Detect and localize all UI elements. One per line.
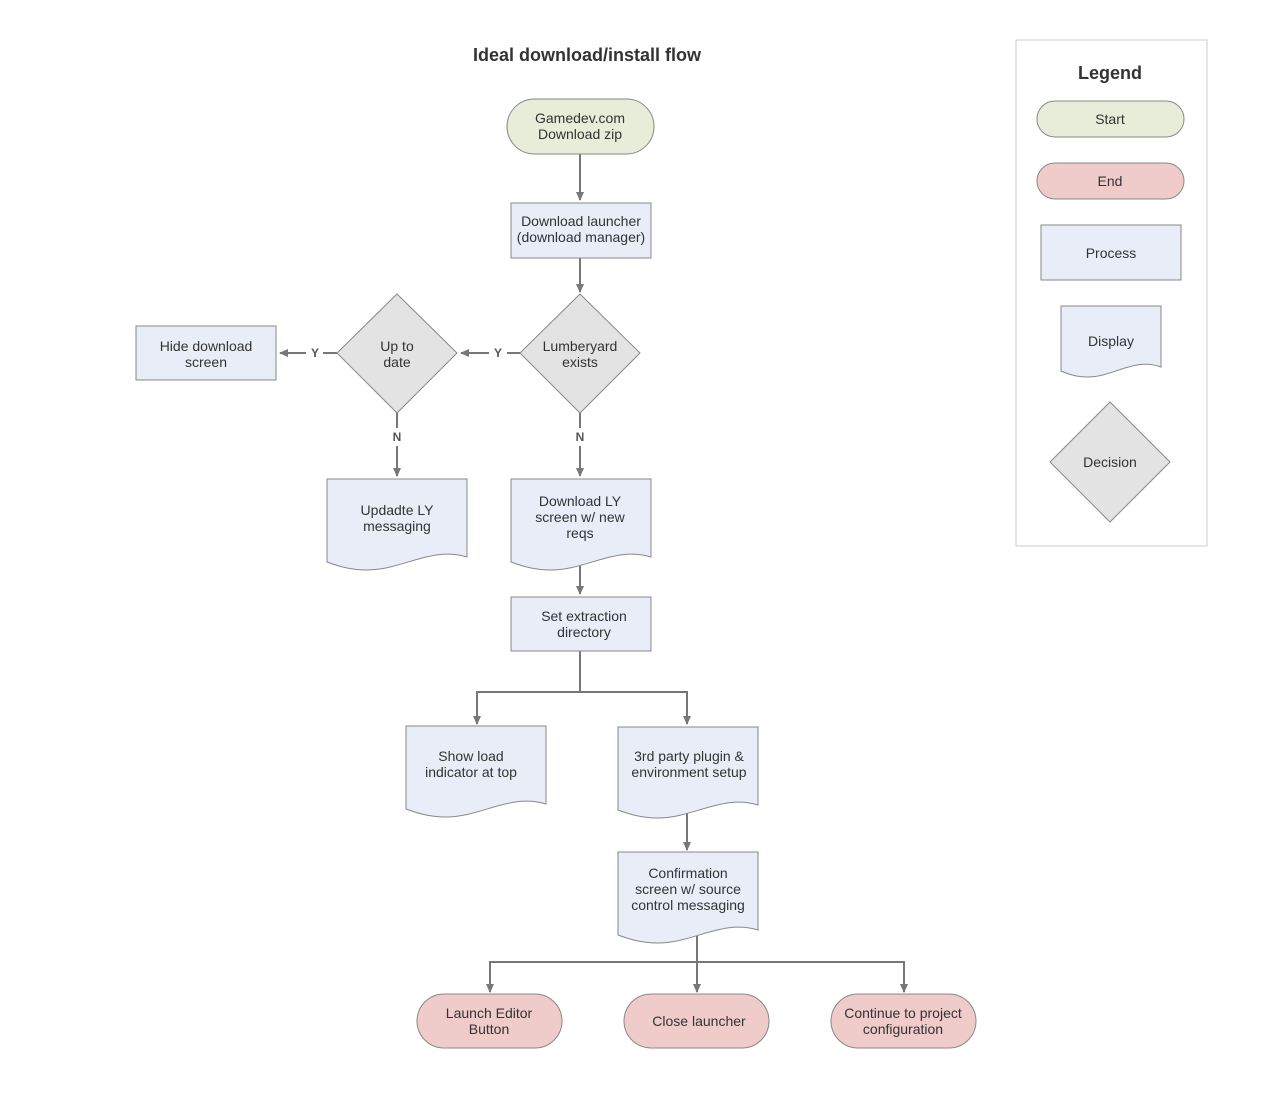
node-up-to-date-label-line: date <box>383 354 410 370</box>
node-third-party-setup-label-line: environment setup <box>631 764 746 780</box>
node-download-ly-screen-label-line: Download LY <box>539 493 622 509</box>
node-continue-project-configuration-label-line: Continue to project <box>844 1005 962 1021</box>
edge-extraction-to-third-party <box>580 691 691 725</box>
legend-end-label: End <box>1098 173 1123 189</box>
node-gamedev-download-zip-label-line: Download zip <box>538 126 622 142</box>
legend-process-label: Process <box>1086 245 1137 261</box>
node-launch-editor-button-label-line: Launch Editor <box>446 1005 533 1021</box>
node-confirmation-screen-label-line: Confirmation <box>648 865 727 881</box>
edges <box>279 154 908 993</box>
legend-start-label: Start <box>1095 111 1125 127</box>
legend-title: Legend <box>1078 63 1142 83</box>
node-download-launcher-label-line: (download manager) <box>517 229 645 245</box>
node-third-party-setup-label-line: 3rd party plugin & <box>634 748 744 764</box>
edge-confirmation-to-continue <box>697 961 908 993</box>
node-update-ly-messaging-label-line: messaging <box>363 518 431 534</box>
legend-end: End <box>1036 162 1185 200</box>
legend-decision-label: Decision <box>1083 454 1137 470</box>
node-gamedev-download-zip-label-line: Gamedev.com <box>535 110 625 126</box>
node-show-load-indicator-label-line: indicator at top <box>425 764 517 780</box>
node-third-party-setup-label: 3rd party plugin &environment setup <box>631 748 746 780</box>
node-show-load-indicator-label-line: Show load <box>438 748 503 764</box>
node-download-ly-screen-label-line: reqs <box>566 525 593 541</box>
node-lumberyard-exists-label-line: Lumberyard <box>543 338 618 354</box>
edge-label-lumberyard-yes: Y <box>494 346 502 360</box>
node-launch-editor-button-label-line: Button <box>469 1021 509 1037</box>
node-set-extraction-directory-label-line: directory <box>557 624 611 640</box>
legend-display-label: Display <box>1088 333 1134 349</box>
legend-start: Start <box>1036 100 1185 138</box>
legend-decision: Decision <box>1049 401 1171 523</box>
node-close-launcher-label-line: Close launcher <box>652 1013 746 1029</box>
legend-process: Process <box>1040 224 1182 281</box>
edge-label-uptodate-no: N <box>393 430 402 444</box>
node-hide-download-screen-label-line: screen <box>185 354 227 370</box>
legend: Legend Start End Process Display Decisio… <box>1015 39 1208 547</box>
node-continue-project-configuration-label-line: configuration <box>863 1021 943 1037</box>
node-close-launcher-label: Close launcher <box>652 1013 746 1029</box>
node-hide-download-screen-label-line: Hide download <box>160 338 253 354</box>
node-lumberyard-exists-label-line: exists <box>562 354 598 370</box>
edge-confirmation-to-launch-editor <box>486 961 697 993</box>
node-close-launcher: Close launcher <box>623 993 770 1049</box>
edge-extraction-to-load-indicator <box>473 651 581 725</box>
node-download-launcher-label-line: Download launcher <box>521 213 641 229</box>
node-update-ly-messaging-label-line: Updadte LY <box>361 502 435 518</box>
diagram-title: Ideal download/install flow <box>473 45 702 65</box>
edge-label-lumberyard-no: N <box>576 430 585 444</box>
node-up-to-date-label-line: Up to <box>380 338 414 354</box>
node-set-extraction-directory-label-line: Set extraction <box>541 608 627 624</box>
node-confirmation-screen-label-line: screen w/ source <box>635 881 741 897</box>
legend-display: Display <box>1060 305 1162 378</box>
node-download-launcher: Download launcher(download manager) <box>510 202 652 259</box>
node-confirmation-screen-label-line: control messaging <box>631 897 745 913</box>
edge-label-uptodate-yes: Y <box>311 346 319 360</box>
node-third-party-setup: 3rd party plugin &environment setup <box>617 726 759 819</box>
node-download-launcher-label: Download launcher(download manager) <box>517 213 645 245</box>
node-download-ly-screen-label-line: screen w/ new <box>535 509 625 525</box>
